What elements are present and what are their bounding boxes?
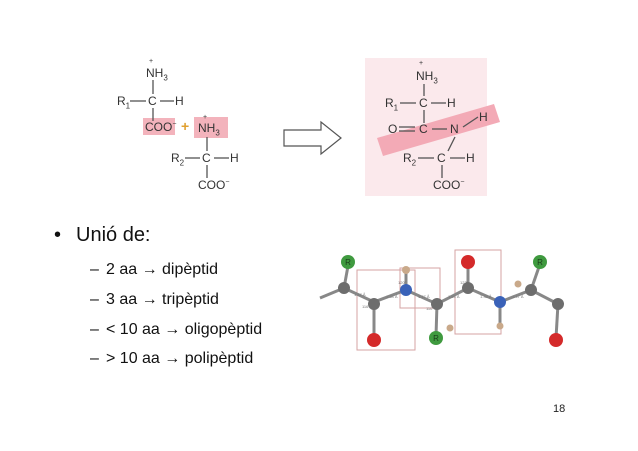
reaction-arrow-icon xyxy=(283,120,342,156)
page-number: 18 xyxy=(553,403,566,415)
r-group-atom-3 xyxy=(533,255,547,269)
aa2-nh3: NH3 xyxy=(198,121,220,138)
list-item-text: 3 aa → tripèptid xyxy=(106,291,219,308)
product-charge-plus: + xyxy=(419,60,424,67)
list-item: –2 aa → dipèptid xyxy=(90,261,219,278)
nh3-highlight xyxy=(194,117,228,138)
carbon-atom xyxy=(368,298,380,310)
list-item-text: 2 aa → dipèptid xyxy=(106,261,219,278)
bullet-main-text: Unió de: xyxy=(76,224,151,246)
hydrogen-atom xyxy=(514,280,522,288)
svg-text:1.47 Å: 1.47 Å xyxy=(512,294,524,299)
carbon-atom xyxy=(462,282,474,294)
oxygen-atom-1 xyxy=(367,333,381,347)
carbon-atom xyxy=(525,284,537,296)
product-r1: R1 xyxy=(385,96,399,113)
product-c-carbonyl: C xyxy=(419,122,428,136)
peptide-chain-model: 1.47 Å 1.33 Å 1.47 Å 1.53 Å 1.33 Å 1.47 Å 1… xyxy=(319,249,564,351)
hydrogen-atom xyxy=(402,266,410,274)
nitrogen-atom-1 xyxy=(400,284,412,296)
aa2-c: C xyxy=(202,151,211,165)
charge-plus-1: + xyxy=(149,58,154,65)
product-h2: H xyxy=(466,151,475,165)
plus-sign: + xyxy=(181,118,190,134)
hydrogen-atom xyxy=(446,324,454,332)
svg-text:116°: 116° xyxy=(362,304,370,309)
aa2-r: R2 xyxy=(171,151,185,168)
list-item-text: < 10 aa → oligopèptid xyxy=(106,321,263,338)
list-item: –3 aa → tripèptid xyxy=(90,291,219,308)
svg-text:1.33 Å: 1.33 Å xyxy=(480,294,492,299)
carbon-atom xyxy=(338,282,350,294)
svg-text:1.47 Å: 1.47 Å xyxy=(418,294,430,299)
hydrogen-atom xyxy=(496,322,504,330)
bullet-dot: • xyxy=(54,224,62,246)
oxygen-atom-2 xyxy=(461,255,475,269)
carbon-atom xyxy=(431,298,443,310)
product-n: N xyxy=(450,122,459,136)
svg-text:110°: 110° xyxy=(426,306,434,311)
carbon-atom xyxy=(552,298,564,310)
product-coo: COO− xyxy=(433,178,465,192)
aa2-h: H xyxy=(230,151,239,165)
aa1-c: C xyxy=(148,94,157,108)
product-h-amide: H xyxy=(479,110,488,124)
product-nh3: NH3 xyxy=(416,69,438,86)
coo-highlight xyxy=(143,118,175,135)
peptide-bond-highlight xyxy=(377,104,500,156)
product-c2: C xyxy=(437,151,446,165)
list-item: –< 10 aa → oligopèptid xyxy=(90,321,263,338)
svg-text:R: R xyxy=(433,334,439,343)
list-item-text: > 10 aa → polipèptid xyxy=(106,350,254,367)
aa1-h: H xyxy=(175,94,184,108)
r-group-atom-1 xyxy=(341,255,355,269)
product-h1: H xyxy=(447,96,456,110)
product-c1: C xyxy=(419,96,428,110)
aa2-coo: COO− xyxy=(198,178,230,192)
nitrogen-atom-2 xyxy=(494,296,506,308)
list-item: –> 10 aa → polipèptid xyxy=(90,350,254,367)
bullet-main: • Unió de: xyxy=(54,224,151,247)
svg-text:R: R xyxy=(537,258,543,267)
oxygen-atom-3 xyxy=(549,333,563,347)
charge-plus-2: + xyxy=(203,114,208,121)
svg-text:1.33 Å: 1.33 Å xyxy=(386,294,398,299)
r-group-atom-2 xyxy=(429,331,443,345)
product-r2: R2 xyxy=(403,151,417,168)
aa1-coo: COO− xyxy=(145,120,177,134)
aa1-r: R1 xyxy=(117,94,131,111)
product-o: O xyxy=(388,122,398,136)
svg-text:123°: 123° xyxy=(460,280,469,285)
svg-text:120°: 120° xyxy=(398,280,407,285)
svg-text:R: R xyxy=(345,258,351,267)
svg-text:1.53 Å: 1.53 Å xyxy=(448,294,460,299)
svg-text:1.47 Å: 1.47 Å xyxy=(354,292,366,297)
aa1-nh3: NH3 xyxy=(146,66,168,83)
